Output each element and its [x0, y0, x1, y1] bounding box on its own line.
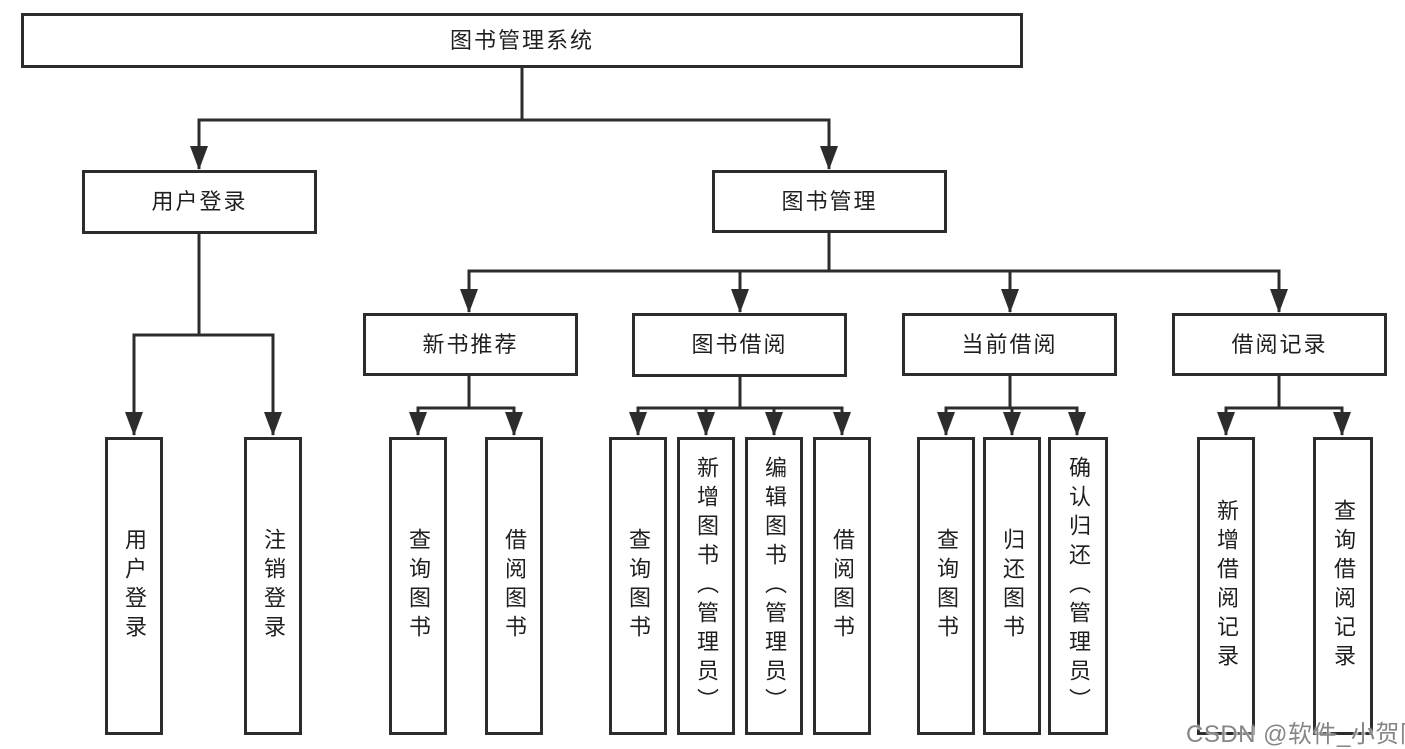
- leaf-borrow-books-recommend: 借阅图书: [485, 437, 543, 735]
- node-current-borrow: 当前借阅: [902, 313, 1117, 376]
- csdn-watermark: CSDN @软件_小贺同学: [1186, 721, 1405, 748]
- leaf-label: 新增借阅记录: [1214, 499, 1239, 673]
- leaf-logout: 注销登录: [244, 437, 302, 735]
- leaf-query-books-current: 查询图书: [917, 437, 975, 735]
- leaf-query-books-borrow: 查询图书: [609, 437, 667, 735]
- leaf-label: 注销登录: [261, 528, 286, 644]
- leaf-label: 确认归还（管理员）: [1066, 455, 1091, 717]
- node-user-login-branch: 用户登录: [82, 170, 317, 234]
- node-label: 新书推荐: [422, 331, 519, 357]
- leaf-user-login: 用户登录: [105, 437, 163, 735]
- leaf-query-books-recommend: 查询图书: [389, 437, 447, 735]
- leaf-label: 查询图书: [934, 528, 959, 644]
- leaf-label: 归还图书: [1000, 528, 1025, 644]
- node-borrow-records: 借阅记录: [1172, 313, 1387, 376]
- leaf-label: 查询图书: [406, 528, 431, 644]
- leaf-label: 查询借阅记录: [1331, 499, 1356, 673]
- leaf-label: 编辑图书（管理员）: [762, 455, 787, 717]
- leaf-label: 查询图书: [626, 528, 651, 644]
- node-library-management-system: 图书管理系统: [21, 13, 1023, 68]
- node-label: 图书管理: [781, 188, 878, 214]
- node-label: 图书借阅: [691, 332, 788, 357]
- leaf-label: 新增图书（管理员）: [694, 455, 719, 717]
- leaf-return-books: 归还图书: [983, 437, 1041, 735]
- node-book-management-branch: 图书管理: [712, 170, 947, 233]
- leaf-label: 借阅图书: [830, 528, 855, 644]
- node-label: 图书管理系统: [449, 27, 594, 53]
- leaf-add-book-admin: 新增图书（管理员）: [677, 437, 735, 735]
- node-label: 借阅记录: [1231, 331, 1328, 357]
- node-label: 当前借阅: [961, 331, 1058, 357]
- leaf-add-borrow-record: 新增借阅记录: [1197, 437, 1255, 735]
- leaf-label: 借阅图书: [502, 528, 527, 644]
- leaf-edit-book-admin: 编辑图书（管理员）: [745, 437, 803, 735]
- node-book-borrow: 图书借阅: [632, 313, 847, 377]
- leaf-borrow-books: 借阅图书: [813, 437, 871, 735]
- leaf-label: 用户登录: [122, 528, 147, 644]
- node-label: 用户登录: [151, 189, 248, 214]
- leaf-confirm-return-admin: 确认归还（管理员）: [1048, 437, 1108, 735]
- leaf-query-borrow-record: 查询借阅记录: [1313, 437, 1373, 735]
- node-new-book-recommend: 新书推荐: [363, 313, 578, 376]
- connector-group: [125, 68, 1351, 436]
